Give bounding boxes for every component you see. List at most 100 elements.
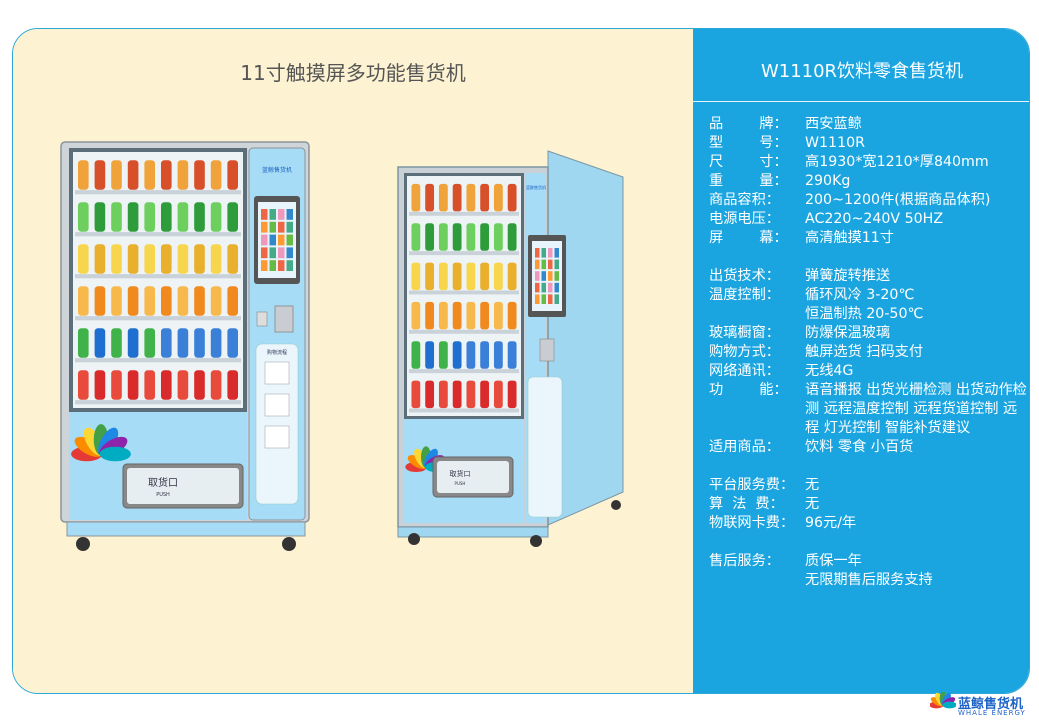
screen-product-tile bbox=[278, 247, 285, 259]
product-bottle bbox=[227, 370, 239, 400]
screen-product-tile bbox=[535, 282, 540, 293]
product-bottle bbox=[493, 380, 503, 409]
product-bottle bbox=[144, 244, 156, 274]
screen-product-tile bbox=[541, 282, 546, 293]
product-bottle bbox=[177, 370, 189, 400]
brand-logo-subtext: WHALE ENERGY bbox=[958, 709, 1026, 717]
screen-product-tile bbox=[261, 209, 268, 220]
spec-label: 平台服务费： bbox=[709, 477, 795, 493]
title-divider bbox=[693, 101, 1029, 102]
spec-value: W1110R bbox=[805, 135, 865, 151]
spec-row: 适用商品：饮料 零食 小百货 bbox=[709, 438, 1027, 457]
product-bottle bbox=[438, 262, 448, 291]
product-bottle bbox=[493, 183, 503, 212]
screen-product-tile bbox=[278, 260, 285, 271]
spec-value: 触屏选货 扫码支付 bbox=[805, 344, 924, 360]
product-bottle bbox=[160, 160, 172, 190]
product-bottle bbox=[438, 183, 448, 212]
product-bottle bbox=[94, 286, 106, 316]
product-bottle bbox=[411, 183, 421, 212]
spec-value: 弹簧旋转推送 bbox=[805, 268, 891, 284]
product-bottle bbox=[210, 370, 222, 400]
product-bottle bbox=[210, 286, 222, 316]
screen-product-tile bbox=[286, 247, 293, 259]
screen-product-tile bbox=[278, 209, 285, 220]
spec-row: 尺 寸：高1930*宽1210*厚840mm bbox=[709, 153, 1027, 172]
spec-row: 型 号： W1110R bbox=[709, 134, 1027, 153]
product-bottle bbox=[425, 223, 435, 251]
spec-label: 出货技术： bbox=[709, 268, 780, 284]
product-bottle bbox=[411, 301, 421, 330]
screen-product-tile bbox=[548, 248, 553, 258]
product-bottle bbox=[144, 286, 156, 316]
product-bottle bbox=[466, 380, 476, 409]
product-bottle bbox=[480, 183, 490, 212]
screen-product-tile bbox=[269, 234, 276, 246]
product-bottle bbox=[507, 183, 517, 212]
screen-product-tile bbox=[261, 260, 268, 271]
product-bottle bbox=[493, 262, 503, 291]
screen-product-tile bbox=[554, 282, 559, 293]
spec-label: 购物方式： bbox=[709, 344, 780, 360]
product-bottle bbox=[160, 202, 172, 232]
product-bottle bbox=[77, 328, 89, 358]
product-bottle bbox=[94, 160, 106, 190]
shelf-rail bbox=[409, 251, 519, 256]
product-bottle bbox=[194, 202, 205, 232]
spec-label bbox=[709, 571, 805, 590]
screen-product-tile bbox=[535, 294, 540, 304]
product-bottle bbox=[507, 301, 517, 330]
spec-label: 适用商品： bbox=[709, 439, 780, 455]
spec-label: 型 号： bbox=[709, 135, 788, 151]
product-bottle bbox=[493, 301, 503, 330]
spec-row: 平台服务费：无 bbox=[709, 476, 1027, 495]
product-bottle bbox=[493, 341, 503, 369]
screen-product-tile bbox=[554, 294, 559, 304]
product-bottle bbox=[411, 341, 421, 369]
product-bottle bbox=[480, 262, 490, 291]
spec-label: 电源电压： bbox=[709, 211, 780, 227]
spec-value: 290Kg bbox=[805, 173, 851, 189]
product-card: 11寸触摸屏多功能售货机 蓝鲸售货机 购物流程 bbox=[12, 28, 1030, 694]
product-bottle bbox=[507, 380, 517, 409]
screen-product-tile bbox=[548, 271, 553, 281]
spec-row: 算 法 费：无 bbox=[709, 495, 1027, 514]
product-bottle bbox=[466, 341, 476, 369]
shelf-rail bbox=[75, 232, 241, 237]
spec-label: 算 法 费： bbox=[709, 496, 784, 512]
spec-label: 重 量： bbox=[709, 173, 788, 189]
spec-label: 功 能： bbox=[709, 382, 788, 398]
product-bottle bbox=[507, 262, 517, 291]
screen-product-tile bbox=[541, 259, 546, 270]
product-bottle bbox=[77, 244, 89, 274]
spec-gap bbox=[709, 457, 1027, 476]
pinwheel-petal bbox=[99, 446, 131, 462]
product-bottle bbox=[466, 301, 476, 330]
spec-value: 防爆保温玻璃 bbox=[805, 325, 891, 341]
shelves bbox=[75, 160, 241, 405]
screen-product-tile bbox=[541, 248, 546, 258]
product-bottle bbox=[194, 370, 205, 400]
spec-value: 西安蓝鲸 bbox=[805, 116, 862, 132]
product-bottle bbox=[77, 160, 89, 190]
screen-product-tile bbox=[269, 209, 276, 220]
spec-row: 屏 幕：高清触摸11寸 bbox=[709, 229, 1027, 248]
product-bottle bbox=[210, 160, 222, 190]
product-bottle bbox=[111, 370, 122, 400]
product-bottle bbox=[160, 286, 172, 316]
product-bottle bbox=[144, 328, 156, 358]
vending-machine-side: 蓝鲸售货机 取货口 PUSH bbox=[397, 150, 624, 547]
product-bottle bbox=[452, 223, 462, 251]
brand-logo-text: 蓝鲸售货机 bbox=[958, 697, 1024, 712]
product-bottle bbox=[160, 244, 172, 274]
brand-logo-icon bbox=[930, 692, 956, 709]
spec-label: 尺 寸： bbox=[709, 154, 788, 170]
product-bottle bbox=[452, 262, 462, 291]
product-bottle bbox=[177, 244, 189, 274]
shelf-rail bbox=[409, 408, 519, 413]
front-brand-text: 蓝鲸售货机 bbox=[262, 166, 292, 174]
spec-row: 玻璃橱窗：防爆保温玻璃 bbox=[709, 324, 1027, 343]
product-bottle bbox=[480, 223, 490, 251]
